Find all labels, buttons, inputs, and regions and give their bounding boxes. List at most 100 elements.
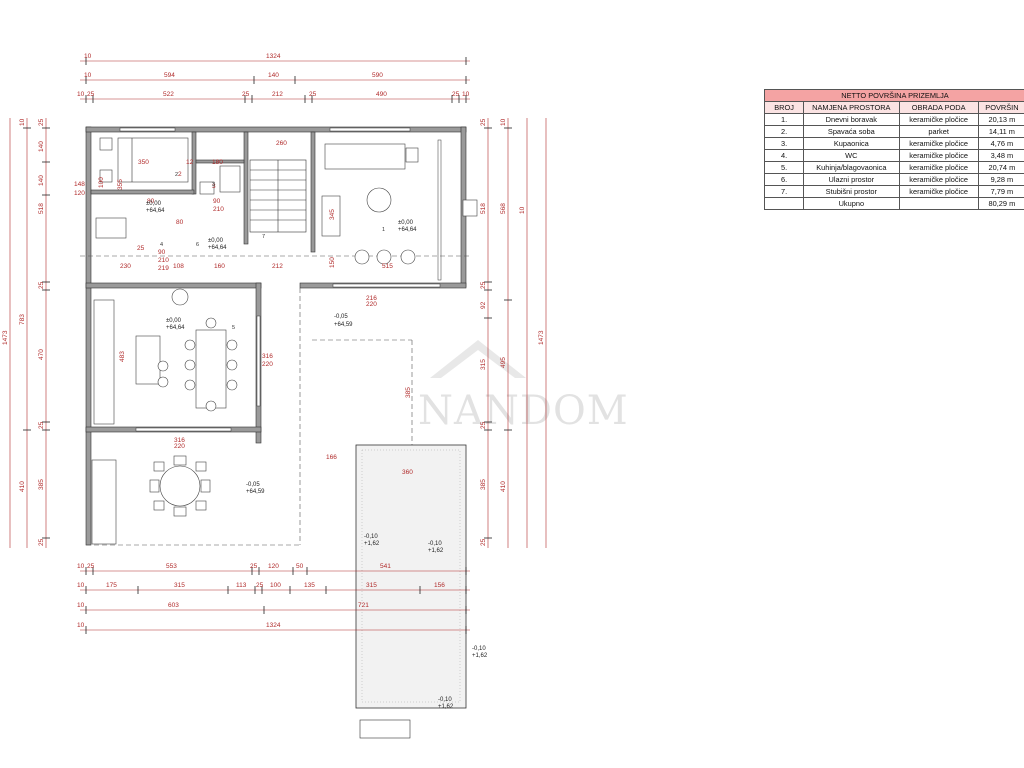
area-table: NETTO POVRŠINA PRIZEMLJA BROJ NAMJENA PR… <box>763 89 1024 210</box>
dim-left-outer: 1473 <box>2 330 9 345</box>
row-floor: keramičke pločice <box>898 161 979 174</box>
row-area: 3,48 m <box>977 149 1024 162</box>
dim-left-in-h: 385 <box>38 479 45 490</box>
dim-int-32: 166 <box>326 454 337 461</box>
stairs <box>249 159 307 233</box>
dim-top-3-d: 25 <box>242 91 250 98</box>
dim-top-3-c: 522 <box>163 91 174 98</box>
dim-top-3-g: 490 <box>376 91 387 98</box>
dim-left-in-i: 25 <box>38 538 45 546</box>
row-num: 1. <box>763 113 805 126</box>
level-1b: +64,64 <box>146 208 165 214</box>
dim-int-30: 220 <box>174 443 185 450</box>
dim-top-1-a: 10 <box>84 53 92 60</box>
left-dimensions: 1473 10 783 410 25 140 140 518 25 470 25… <box>2 118 50 548</box>
dim-right-mid-b: 568 <box>500 203 507 214</box>
level-4b: +64,59 <box>334 322 353 328</box>
row-name: Spavaća soba <box>803 125 900 138</box>
row-name: Ulazni prostor <box>803 173 900 186</box>
dim-left-in-c: 140 <box>38 175 45 186</box>
dim-int-28: 220 <box>262 361 273 368</box>
row-area: 20,74 m <box>977 161 1024 174</box>
dim-int-8: 355 <box>117 179 124 190</box>
row-num: 4. <box>763 149 805 162</box>
row-area: 9,28 m <box>977 173 1024 186</box>
level-1a: ±0,00 <box>146 201 162 207</box>
row-floor: keramičke pločice <box>898 137 979 150</box>
dim-bot-2-g: 135 <box>304 582 315 589</box>
dim-right-mid-a: 10 <box>500 118 507 126</box>
dim-left-in-f: 470 <box>38 349 45 360</box>
row-num: 2. <box>763 125 805 138</box>
interior-dimensions: 350 12 180 260 100 148 120 355 80 210 90… <box>74 140 413 476</box>
dim-bot-1-b: 25 <box>87 563 95 570</box>
dim-int-5: 100 <box>98 177 105 188</box>
dim-int-13: 90 <box>158 249 166 256</box>
dim-top-3-e: 212 <box>272 91 283 98</box>
dim-bot-1-g: 541 <box>380 563 391 570</box>
watermark-text: NANDOM <box>418 388 629 434</box>
dim-bot-4-b: 1324 <box>266 622 281 629</box>
dim-int-16: 25 <box>137 245 145 252</box>
dim-int-35: 3 <box>212 183 216 190</box>
bottom-dimensions: 10 25 553 25 120 50 541 10 175 315 113 2… <box>77 563 470 634</box>
dim-bot-1-d: 25 <box>250 563 258 570</box>
dim-int-6: 148 <box>74 181 85 188</box>
terrace-dining <box>91 455 211 545</box>
row-area: 14,11 m <box>977 125 1024 138</box>
right-dimensions: 25 518 25 92 315 25 385 25 10 568 495 41… <box>480 118 547 548</box>
total-value: 80,29 m <box>977 197 1024 210</box>
dim-bot-1-c: 553 <box>166 563 177 570</box>
dim-int-26: 483 <box>119 351 126 362</box>
dim-top-2-a: 10 <box>84 72 92 79</box>
row-area: 20,13 m <box>977 113 1024 126</box>
dim-bot-1-f: 50 <box>296 563 304 570</box>
room-number-5: 5 <box>232 325 235 331</box>
row-area: 4,76 m <box>977 137 1024 150</box>
dim-bot-2-h: 315 <box>366 582 377 589</box>
level-8b: +1,62 <box>428 548 444 554</box>
dim-right-in-d: 92 <box>480 301 487 309</box>
kitchen-furniture <box>93 288 238 425</box>
dim-right-mid-c: 495 <box>500 357 507 368</box>
dim-right-outer: 1473 <box>538 330 545 345</box>
dim-int-3: 180 <box>212 159 223 166</box>
level-6a: -0,05 <box>246 482 260 488</box>
level-4a: -0,05 <box>334 314 348 320</box>
dim-left-mid-c: 410 <box>19 481 26 492</box>
dim-left-in-g: 25 <box>38 421 45 429</box>
dim-int-34: 2 <box>178 171 182 178</box>
dim-int-4: 260 <box>276 140 287 147</box>
row-floor: parket <box>898 125 979 138</box>
dim-left-mid-a: 10 <box>19 118 26 126</box>
dim-top-3-f: 25 <box>309 91 317 98</box>
dim-bot-2-a: 10 <box>77 582 85 589</box>
room-numbers: 1 2 3 4 5 6 7 <box>160 172 385 331</box>
dim-int-12: 80 <box>176 219 184 226</box>
dim-int-22: 515 <box>382 263 393 270</box>
table-header-num: BROJ <box>763 101 805 114</box>
top-dimensions: 10 1324 10 594 140 590 10 25 522 25 212 … <box>77 53 470 103</box>
watermark: NANDOM <box>418 340 629 434</box>
dim-top-3-h: 25 <box>452 91 460 98</box>
dim-right-in-h: 25 <box>480 538 487 546</box>
room-number-3: 3 <box>212 182 215 188</box>
table-header-name: NAMJENA PROSTORA <box>803 101 900 114</box>
level-8a: -0,10 <box>428 541 442 547</box>
level-2b: +64,64 <box>208 245 227 251</box>
dim-bot-2-i: 156 <box>434 582 445 589</box>
row-num: 7. <box>763 185 805 198</box>
dim-top-3-b: 25 <box>87 91 95 98</box>
dim-int-18: 108 <box>173 263 184 270</box>
dim-top-3-a: 10 <box>77 91 85 98</box>
room-number-7: 7 <box>262 234 265 240</box>
dim-bot-2-b: 175 <box>106 582 117 589</box>
dim-bot-4-a: 10 <box>77 622 85 629</box>
dim-int-31: 385 <box>405 387 412 398</box>
row-floor: keramičke pločice <box>898 185 979 198</box>
